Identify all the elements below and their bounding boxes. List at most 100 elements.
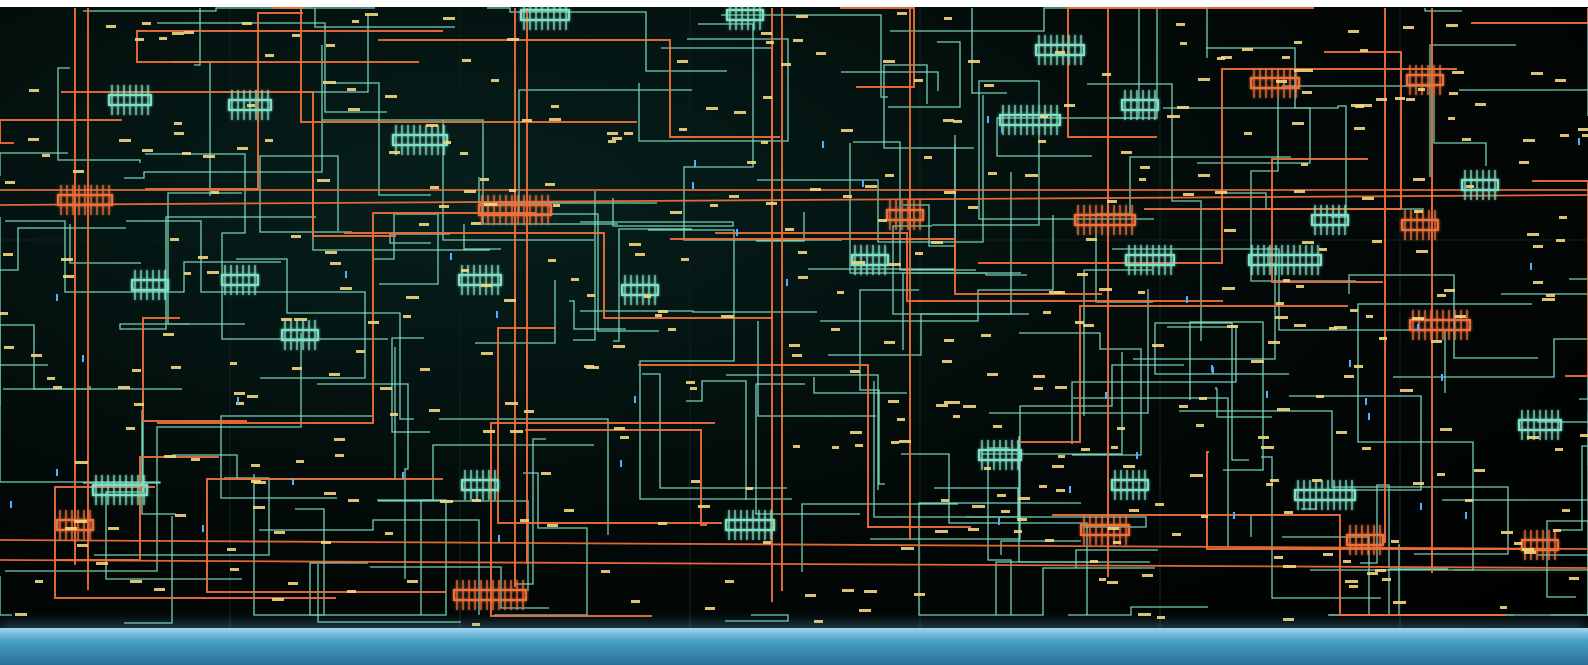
- label-dash: [504, 299, 516, 302]
- label-dash: [1294, 69, 1301, 72]
- label-dash: [419, 223, 429, 226]
- green-line: [1154, 322, 1289, 461]
- label-dash: [1111, 446, 1118, 449]
- label-dash: [793, 39, 803, 42]
- label-dash: [841, 129, 853, 132]
- label-dash: [1578, 128, 1588, 131]
- label-dash: [142, 22, 151, 25]
- label-dash: [254, 481, 266, 484]
- bus-bar: [725, 519, 775, 531]
- label-dash: [1431, 340, 1442, 343]
- label-dash: [484, 203, 497, 206]
- green-line: [253, 474, 325, 616]
- green-line: [1111, 8, 1158, 119]
- label-dash: [785, 228, 794, 231]
- label-dash: [805, 594, 816, 597]
- green-line: [1019, 332, 1142, 456]
- meter-tick: [1105, 392, 1107, 399]
- label-dash: [1391, 540, 1399, 543]
- substation: [621, 275, 659, 305]
- label-dash: [443, 17, 455, 20]
- substation: [978, 440, 1022, 470]
- label-dash: [471, 222, 481, 225]
- label-dash: [1527, 436, 1539, 439]
- orange-line: [497, 327, 722, 524]
- label-dash: [1555, 448, 1563, 451]
- label-dash: [1455, 315, 1466, 318]
- label-dash: [686, 381, 695, 384]
- label-dash: [321, 541, 331, 544]
- label-dash: [1001, 510, 1010, 513]
- label-dash: [865, 185, 877, 188]
- label-dash: [1276, 80, 1287, 83]
- label-dash: [1501, 531, 1513, 534]
- label-dash: [1413, 482, 1424, 485]
- green-line: [478, 177, 657, 204]
- green-line: [389, 233, 450, 244]
- label-dash: [281, 318, 292, 321]
- meter-tick: [202, 525, 204, 532]
- label-dash: [340, 287, 352, 290]
- label-dash: [1077, 273, 1088, 276]
- meter-tick: [1365, 398, 1367, 405]
- orange-line: [715, 232, 1223, 302]
- substation: [461, 470, 499, 500]
- green-line: [391, 337, 430, 433]
- label-dash: [1025, 174, 1038, 177]
- label-dash: [352, 20, 359, 23]
- label-dash: [4, 346, 14, 349]
- label-dash: [135, 38, 144, 41]
- label-dash: [614, 427, 625, 430]
- label-dash: [390, 413, 398, 416]
- substation: [1518, 410, 1562, 440]
- label-dash: [292, 367, 302, 370]
- label-dash: [61, 258, 73, 261]
- label-dash: [1033, 375, 1045, 378]
- label-dash: [629, 243, 641, 246]
- meter-tick: [998, 518, 1000, 525]
- label-dash: [607, 132, 618, 135]
- bus-bar: [1406, 74, 1444, 86]
- label-dash: [1157, 616, 1165, 619]
- label-dash: [406, 296, 419, 299]
- label-dash: [1350, 309, 1358, 312]
- label-dash: [154, 588, 165, 591]
- label-dash: [1412, 317, 1424, 320]
- meter-tick: [1578, 138, 1580, 145]
- label-dash: [1302, 241, 1314, 244]
- label-dash: [968, 60, 980, 63]
- green-line: [1429, 44, 1516, 177]
- green-line: [982, 352, 1123, 455]
- green-line: [172, 61, 211, 196]
- label-dash: [944, 339, 954, 342]
- label-dash: [242, 22, 252, 25]
- bus-bar: [1461, 179, 1499, 191]
- label-dash: [520, 519, 529, 522]
- label-dash: [620, 436, 629, 439]
- label-dash: [1217, 57, 1225, 60]
- label-dash: [1283, 618, 1294, 621]
- bus-bar: [1409, 319, 1471, 331]
- label-dash: [1121, 151, 1132, 154]
- label-dash: [1375, 569, 1386, 572]
- label-dash: [1395, 97, 1405, 100]
- green-line: [1112, 248, 1446, 393]
- label-dash: [1123, 465, 1135, 468]
- green-line: [305, 15, 369, 93]
- label-dash: [237, 147, 248, 150]
- orange-line: [1271, 158, 1383, 283]
- meter-tick: [692, 182, 694, 189]
- bus-bar: [1080, 524, 1130, 536]
- label-dash: [207, 271, 219, 274]
- green-line: [613, 228, 692, 342]
- orange-line: [0, 539, 1588, 550]
- label-dash: [792, 354, 802, 357]
- label-dash: [624, 132, 633, 135]
- green-line: [1087, 83, 1202, 341]
- label-dash: [65, 527, 77, 530]
- label-dash: [1546, 294, 1555, 297]
- meter-tick: [1136, 452, 1138, 459]
- label-dash: [472, 499, 481, 502]
- meter-tick: [736, 229, 738, 236]
- substation: [1111, 470, 1149, 500]
